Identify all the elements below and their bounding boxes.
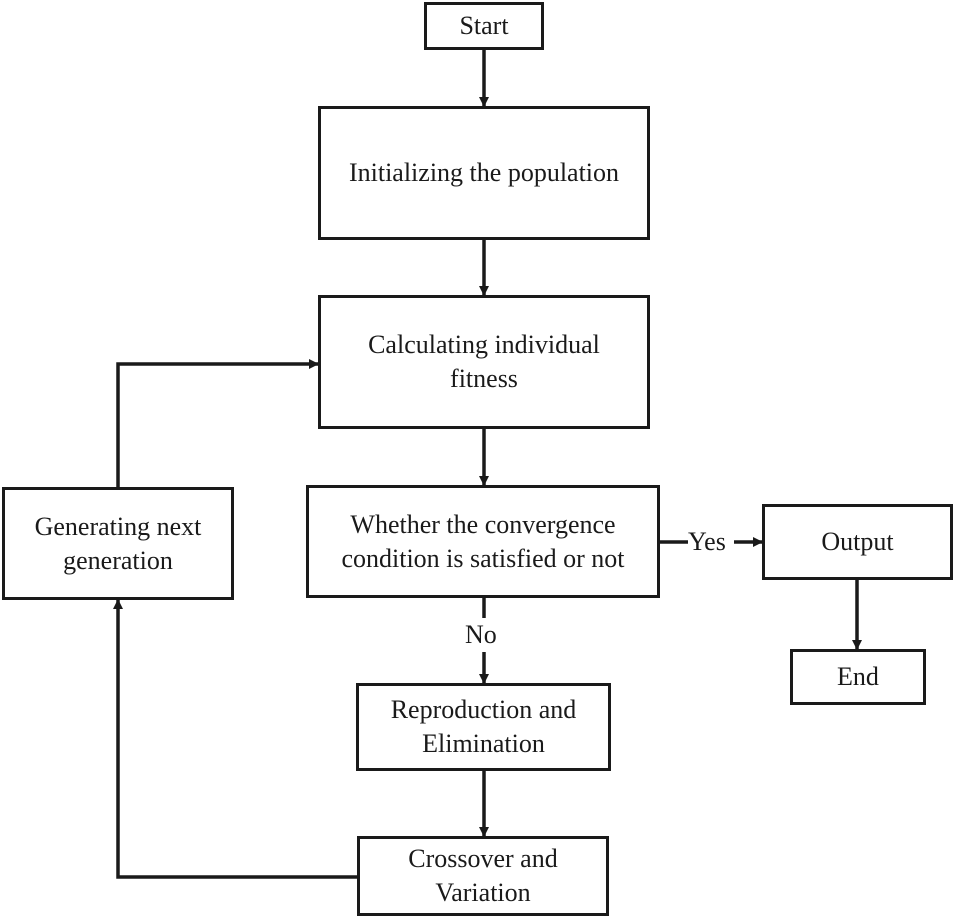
reproduction-label-line1: Reproduction and	[390, 695, 577, 724]
init-population-label: Initializing the population	[348, 158, 620, 187]
no-edge-label: No	[465, 620, 497, 650]
condition-label-line2: condition is satisfied or not	[341, 543, 625, 573]
output-label: Output	[821, 527, 894, 556]
arrow-nextgen-to-fitness	[116, 359, 319, 487]
crossover-label-line2: Variation	[435, 878, 531, 907]
fitness-label-line1: Calculating individual	[368, 330, 600, 359]
arrow-crossover-to-nextgen	[113, 599, 357, 879]
reproduction-node: Reproduction and Elimination	[356, 683, 611, 771]
fitness-node: Calculating individual fitness	[318, 295, 650, 429]
end-label: End	[837, 662, 879, 691]
output-node: Output	[762, 504, 953, 580]
end-node: End	[790, 649, 926, 705]
fitness-label-line2: fitness	[450, 364, 518, 393]
yes-edge-label: Yes	[688, 527, 726, 557]
nextgen-label-line2: generation	[63, 545, 173, 575]
crossover-node: Crossover and Variation	[357, 836, 609, 916]
nextgen-label-line1: Generating next	[34, 511, 202, 541]
condition-label-line1: Whether the convergence	[350, 509, 616, 539]
init-population-node: Initializing the population	[318, 106, 650, 240]
start-node: Start	[424, 2, 544, 50]
convergence-condition-node: Whether the convergence condition is sat…	[306, 485, 660, 598]
reproduction-label-line2: Elimination	[422, 729, 545, 758]
next-generation-node: Generating next generation	[2, 487, 234, 600]
start-label: Start	[459, 11, 509, 40]
crossover-label-line1: Crossover and	[408, 844, 558, 873]
